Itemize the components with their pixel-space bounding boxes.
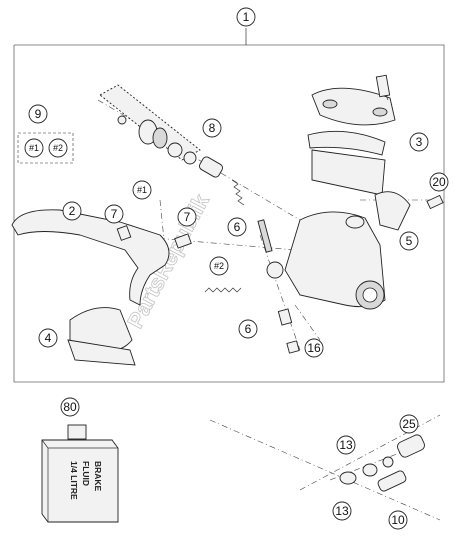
callout-1: 1 <box>236 7 256 27</box>
svg-text:1/4 LITRE: 1/4 LITRE <box>69 461 79 500</box>
svg-text:10: 10 <box>391 513 405 527</box>
master-cylinder-body <box>257 191 411 310</box>
svg-text:6: 6 <box>234 220 241 234</box>
svg-text:2: 2 <box>69 204 76 218</box>
svg-text:80: 80 <box>63 400 77 414</box>
callout-5: 5 <box>399 231 419 251</box>
svg-text:9: 9 <box>35 107 42 121</box>
callout-22: 6 <box>227 217 247 237</box>
svg-text:FLUID: FLUID <box>81 461 91 486</box>
svg-text:1: 1 <box>243 10 250 24</box>
svg-text:20: 20 <box>432 175 446 189</box>
svg-text:13: 13 <box>339 438 353 452</box>
svg-text:7: 7 <box>111 207 118 221</box>
svg-text:13: 13 <box>335 504 349 518</box>
assembly-frame <box>13 28 445 383</box>
piston-kit: 8 <box>99 84 245 206</box>
svg-text:16: 16 <box>307 341 321 355</box>
svg-text:#1: #1 <box>137 185 147 195</box>
banjo-bolt-parts: 6 16 <box>238 308 324 358</box>
hose-fittings: 25 13 13 10 <box>332 414 425 530</box>
bolt-20: 20 <box>426 172 449 210</box>
svg-text:BRAKE: BRAKE <box>93 461 103 492</box>
reservoir-cap-assembly: 3 <box>307 74 429 196</box>
svg-text:3: 3 <box>416 135 423 149</box>
svg-text:7: 7 <box>184 210 191 224</box>
svg-text:4: 4 <box>45 331 52 345</box>
svg-text:6: 6 <box>245 322 252 336</box>
pushrod-spring: #2 <box>204 256 242 293</box>
svg-text:8: 8 <box>209 121 216 135</box>
svg-text:#2: #2 <box>214 261 224 271</box>
svg-text:#1: #1 <box>29 143 39 153</box>
svg-text:#2: #2 <box>53 143 63 153</box>
seal-kit-group: 9 #1 #2 <box>17 104 74 164</box>
adjuster-parts: 7 7 #1 <box>104 180 197 249</box>
brake-fluid-bottle: 80 BRAKE FLUID 1/4 LITRE <box>41 397 119 523</box>
lever-guard: 4 <box>38 307 136 366</box>
svg-text:5: 5 <box>406 234 413 248</box>
svg-text:25: 25 <box>402 417 416 431</box>
